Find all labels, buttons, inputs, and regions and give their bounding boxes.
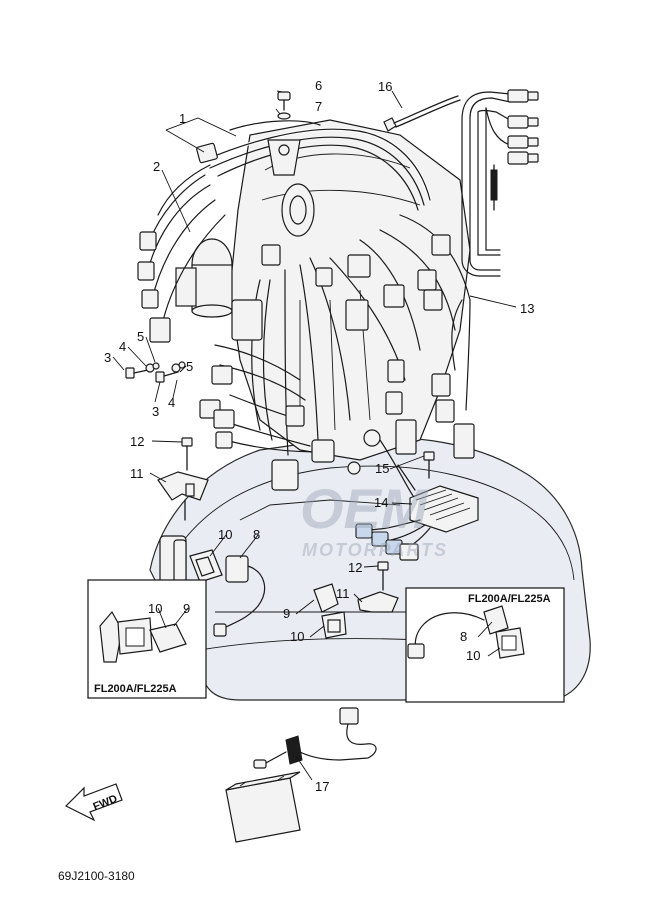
callout-4-lower: 4 bbox=[168, 395, 175, 410]
callout-4-upper: 4 bbox=[119, 339, 126, 354]
inset-left bbox=[87, 579, 207, 699]
callout-1: 1 bbox=[179, 111, 186, 126]
harness-connectors bbox=[137, 142, 475, 491]
callout-10-inset-right: 10 bbox=[466, 648, 480, 663]
callout-13: 13 bbox=[520, 301, 534, 316]
sub-harness-13 bbox=[451, 89, 539, 411]
cable-tie bbox=[383, 95, 461, 132]
callout-3-lower: 3 bbox=[152, 404, 159, 419]
callout-12-upper: 12 bbox=[130, 434, 144, 449]
bolt-and-washer-top bbox=[267, 91, 301, 176]
callout-10-main-b: 10 bbox=[290, 629, 304, 644]
callout-3-upper: 3 bbox=[104, 350, 111, 365]
watermark-logo: OEM bbox=[300, 477, 429, 540]
callout-9-main: 9 bbox=[283, 606, 290, 621]
callout-8-inset: 8 bbox=[460, 629, 467, 644]
callout-7: 7 bbox=[315, 99, 322, 114]
callout-10-main-a: 10 bbox=[218, 527, 232, 542]
callout-11-upper: 11 bbox=[130, 466, 144, 481]
inset-right bbox=[405, 587, 565, 703]
callout-5-upper: 5 bbox=[137, 329, 144, 344]
callout-16: 16 bbox=[378, 79, 392, 94]
battery-cable bbox=[225, 707, 377, 843]
clamp-left bbox=[157, 437, 209, 521]
diagram-code: 69J2100-3180 bbox=[58, 869, 135, 883]
grommets-and-sensor bbox=[189, 549, 347, 639]
engine-block bbox=[175, 119, 471, 475]
callout-8-main: 8 bbox=[253, 527, 260, 542]
wire-harness bbox=[147, 120, 471, 506]
callout-5-lower: 5 bbox=[186, 359, 193, 374]
bolts-left bbox=[125, 361, 186, 383]
callout-6: 6 bbox=[315, 78, 322, 93]
clamp-right bbox=[357, 561, 399, 613]
inset-left-caption: FL200A/FL225A bbox=[94, 683, 177, 695]
callout-12-lower: 12 bbox=[348, 560, 362, 575]
leader-lines bbox=[112, 90, 517, 781]
callout-10-inset-left: 10 bbox=[148, 601, 162, 616]
inset-right-caption: FL200A/FL225A bbox=[468, 593, 551, 605]
watermark: OEM MOTORPARTS bbox=[300, 477, 448, 560]
callout-9-inset: 9 bbox=[183, 601, 190, 616]
callout-2: 2 bbox=[153, 159, 160, 174]
callout-17: 17 bbox=[315, 779, 329, 794]
callout-11-lower: 11 bbox=[336, 586, 350, 601]
watermark-tagline: MOTORPARTS bbox=[302, 540, 448, 560]
callout-labels: 1 2 3 3 4 4 5 5 6 7 8 8 9 9 10 10 10 10 … bbox=[104, 78, 534, 794]
fwd-arrow: FWD bbox=[64, 783, 123, 822]
rectifier-regulator bbox=[355, 451, 479, 561]
callout-14: 14 bbox=[374, 495, 388, 510]
callout-15: 15 bbox=[375, 461, 389, 476]
